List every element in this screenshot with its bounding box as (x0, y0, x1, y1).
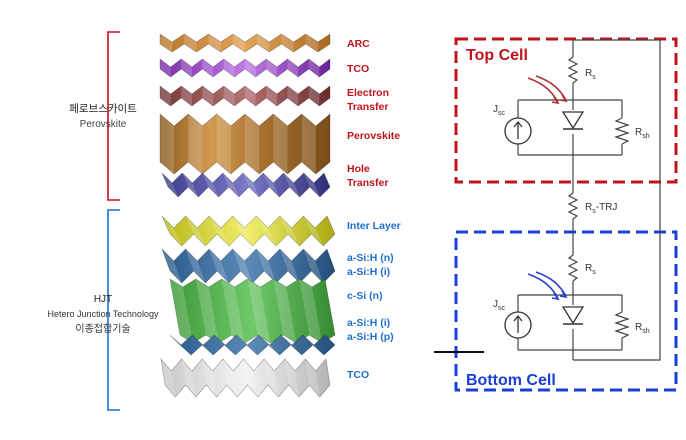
label-asi-p: a-Si:H (p) (347, 331, 394, 343)
bottom-light-arrows-icon (527, 271, 568, 301)
label-transfer-h: Transfer (347, 177, 388, 189)
top-light-arrows-icon (527, 75, 568, 105)
label-inter-layer: Inter Layer (347, 220, 401, 232)
top-cell-label: Top Cell (466, 47, 528, 64)
top-cell-box (454, 37, 678, 184)
label-arc: ARC (347, 38, 370, 50)
equivalent-circuit: Top Cell Bottom Cell (434, 37, 678, 392)
rsh-bottom-label: Rsh (635, 322, 650, 335)
label-transfer-e: Transfer (347, 101, 388, 113)
csi-layer (169, 278, 336, 344)
bottom-diode (561, 306, 585, 325)
label-asi-n: a-Si:H (n) (347, 252, 394, 264)
inter-layer (161, 215, 336, 247)
hjt-group-label-kr: 이종접합기술 (75, 323, 130, 335)
bottom-cell-box (454, 230, 678, 392)
perovskite-bracket (107, 31, 120, 201)
label-asi-i-top: a-Si:H (i) (347, 266, 390, 278)
bottom-cell-label: Bottom Cell (466, 372, 556, 389)
jsc-top-label: Jsc (493, 104, 506, 117)
layer-stack (159, 33, 336, 398)
hjt-bracket (107, 209, 120, 411)
trj-label: Rs-TRJ (585, 202, 617, 215)
hjt-group-label-1: HJT (94, 294, 112, 305)
arc-layer (159, 33, 331, 53)
hole-transfer-layer (161, 172, 331, 198)
asi-bottom-layer (169, 334, 336, 356)
top-current-source (504, 117, 532, 145)
rs-top-label: Rs (585, 68, 596, 81)
label-electron: Electron (347, 87, 389, 99)
perovskite-group-label-en: Perovskite (80, 119, 127, 130)
tco-top-layer (159, 58, 331, 78)
asi-top-layer (161, 248, 336, 284)
layer-labels: ARC TCO Electron Transfer Perovskite Hol… (347, 38, 401, 381)
electron-transfer-layer (159, 85, 331, 107)
rsh-top-label: Rsh (635, 127, 650, 140)
tco-bottom-layer (160, 358, 331, 398)
label-perovskite: Perovskite (347, 130, 400, 142)
label-tco-top: TCO (347, 63, 369, 75)
label-csi-n: c-Si (n) (347, 290, 383, 302)
jsc-bottom-label: Jsc (493, 299, 506, 312)
label-hole: Hole (347, 163, 370, 175)
hjt-group-label-2: Hetero Junction Technology (48, 309, 159, 319)
label-asi-i-bot: a-Si:H (i) (347, 317, 390, 329)
perovskite-layer (159, 113, 331, 175)
label-tco-bottom: TCO (347, 369, 369, 381)
perovskite-group-label-kr: 페로브스카이트 (69, 103, 137, 115)
bottom-current-source (504, 311, 532, 339)
top-diode (561, 111, 585, 130)
rs-bottom-label: Rs (585, 263, 596, 276)
